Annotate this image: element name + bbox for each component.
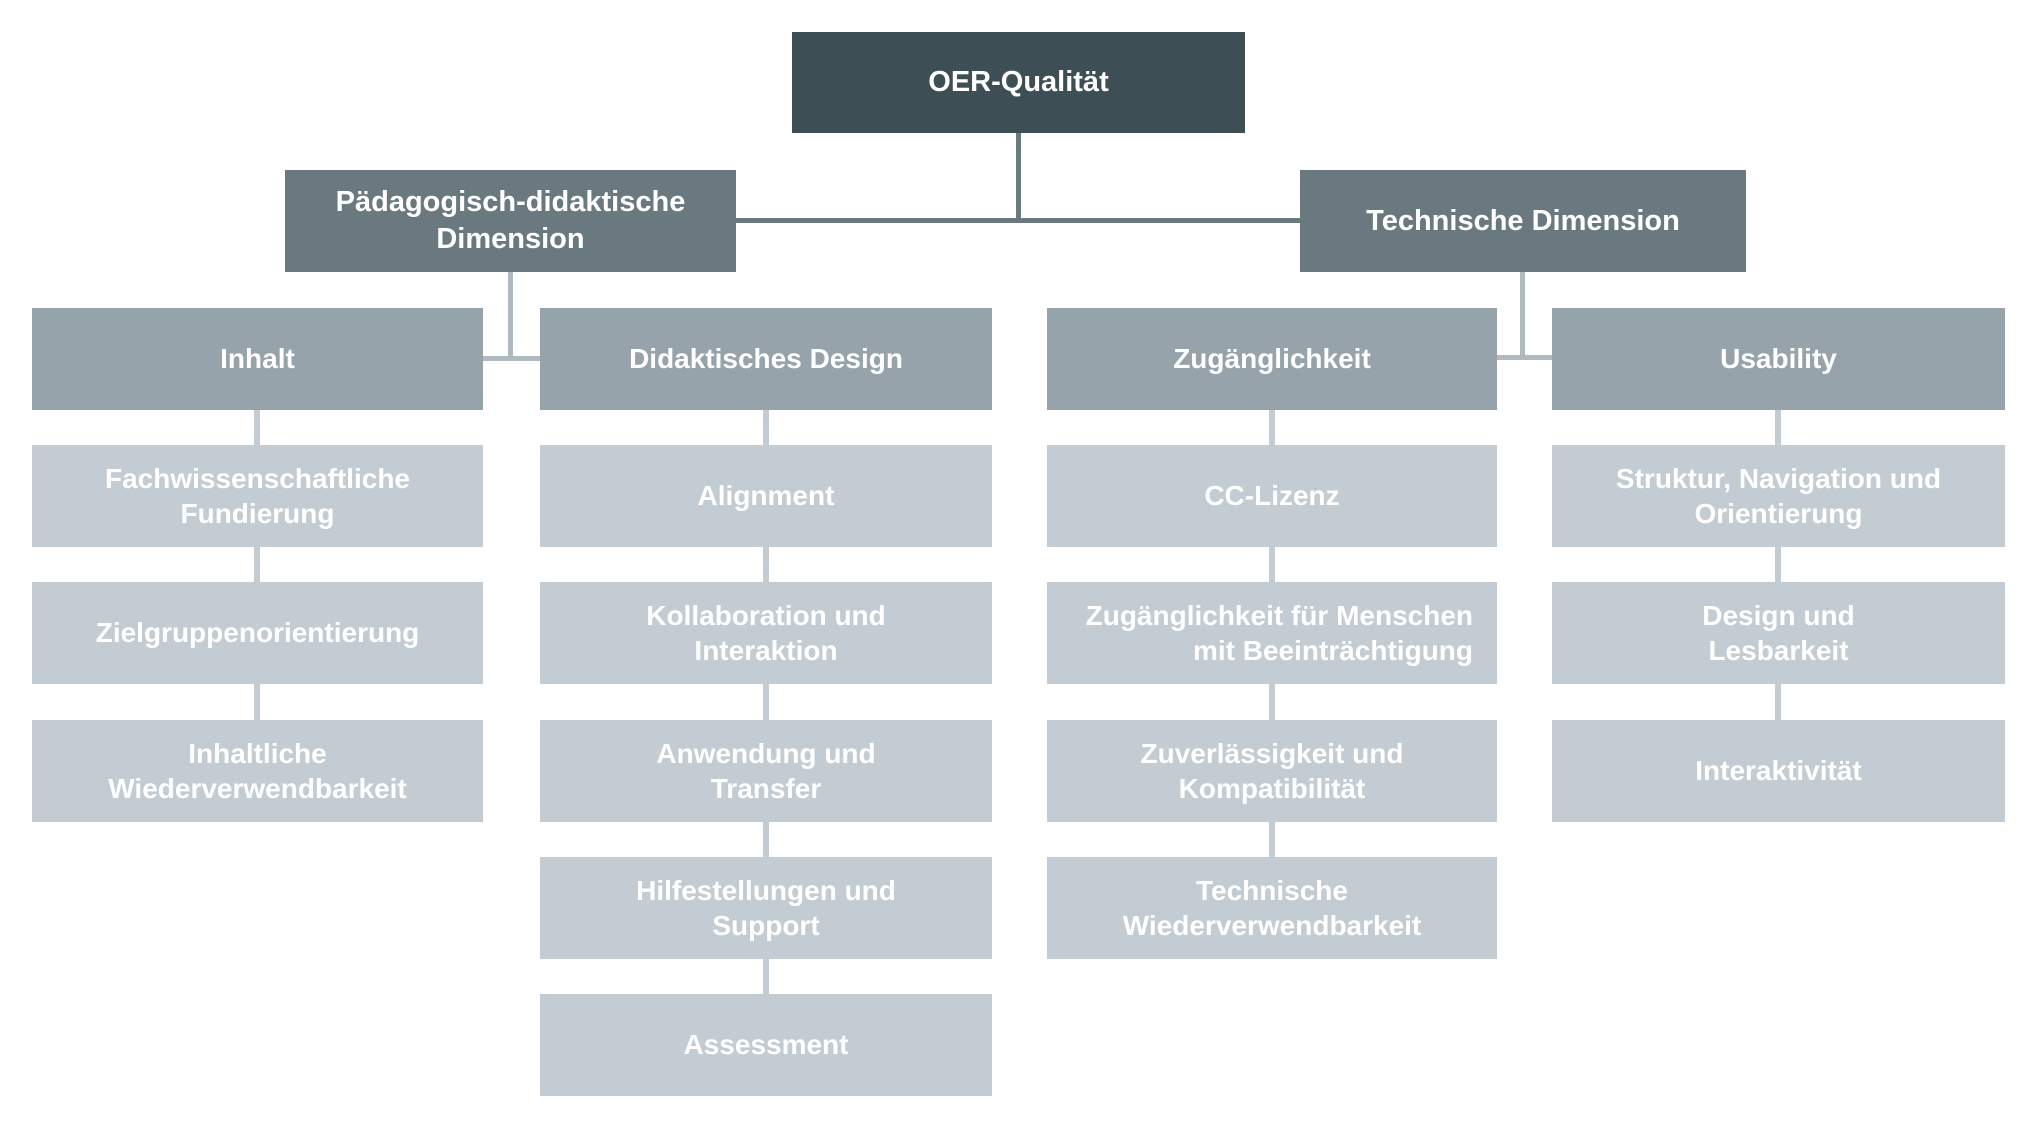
node-anwendung-und-transfer: Anwendung und Transfer <box>540 720 992 822</box>
connector-stub <box>763 820 769 859</box>
node-assessment: Assessment <box>540 994 992 1096</box>
connector-paedagogisch-vertical <box>508 272 513 361</box>
connector-stub <box>1775 682 1781 722</box>
node-cc-lizenz: CC-Lizenz <box>1047 445 1497 547</box>
node-usability: Usability <box>1552 308 2005 410</box>
connector-dimensions-horizontal <box>736 218 1300 223</box>
node-fachwissenschaftliche-fundierung: Fachwissenschaftliche Fundierung <box>32 445 483 547</box>
node-zielgruppenorientierung: Zielgruppenorientierung <box>32 582 483 684</box>
connector-technische-horizontal <box>1497 355 1552 360</box>
connector-technische-vertical <box>1520 272 1525 360</box>
connector-stub <box>763 682 769 722</box>
connector-paedagogisch-horizontal <box>483 356 540 361</box>
node-interaktivitaet: Interaktivität <box>1552 720 2005 822</box>
node-zugaenglichkeit-fuer-menschen-mit-beeintraechtigung: Zugänglichkeit für Menschen mit Beeinträ… <box>1047 582 1497 684</box>
node-inhaltliche-wiederverwendbarkeit: Inhaltliche Wiederverwendbarkeit <box>32 720 483 822</box>
node-technische-dimension: Technische Dimension <box>1300 170 1746 272</box>
connector-stub <box>1269 408 1275 447</box>
node-technische-wiederverwendbarkeit: Technische Wiederverwendbarkeit <box>1047 857 1497 959</box>
node-paedagogisch-didaktische-dimension: Pädagogisch-didaktische Dimension <box>285 170 736 272</box>
connector-stub <box>254 408 260 447</box>
node-struktur-navigation-und-orientierung: Struktur, Navigation und Orientierung <box>1552 445 2005 547</box>
node-kollaboration-und-interaktion: Kollaboration und Interaktion <box>540 582 992 684</box>
node-zugaenglichkeit: Zugänglichkeit <box>1047 308 1497 410</box>
connector-stub <box>763 957 769 996</box>
connector-stub <box>1775 408 1781 447</box>
connector-stub <box>763 408 769 447</box>
connector-stub <box>254 545 260 584</box>
connector-stub <box>1269 545 1275 584</box>
connector-stub <box>1269 820 1275 859</box>
connector-root-vertical <box>1016 133 1021 223</box>
node-design-und-lesbarkeit: Design und Lesbarkeit <box>1552 582 2005 684</box>
node-zuverlaessigkeit-und-kompatibilitaet: Zuverlässigkeit und Kompatibilität <box>1047 720 1497 822</box>
connector-stub <box>1775 545 1781 584</box>
connector-stub <box>1269 682 1275 722</box>
connector-stub <box>763 545 769 584</box>
node-oer-qualitaet: OER-Qualität <box>792 32 1245 133</box>
node-hilfestellungen-und-support: Hilfestellungen und Support <box>540 857 992 959</box>
node-didaktisches-design: Didaktisches Design <box>540 308 992 410</box>
node-alignment: Alignment <box>540 445 992 547</box>
node-inhalt: Inhalt <box>32 308 483 410</box>
connector-stub <box>254 682 260 722</box>
